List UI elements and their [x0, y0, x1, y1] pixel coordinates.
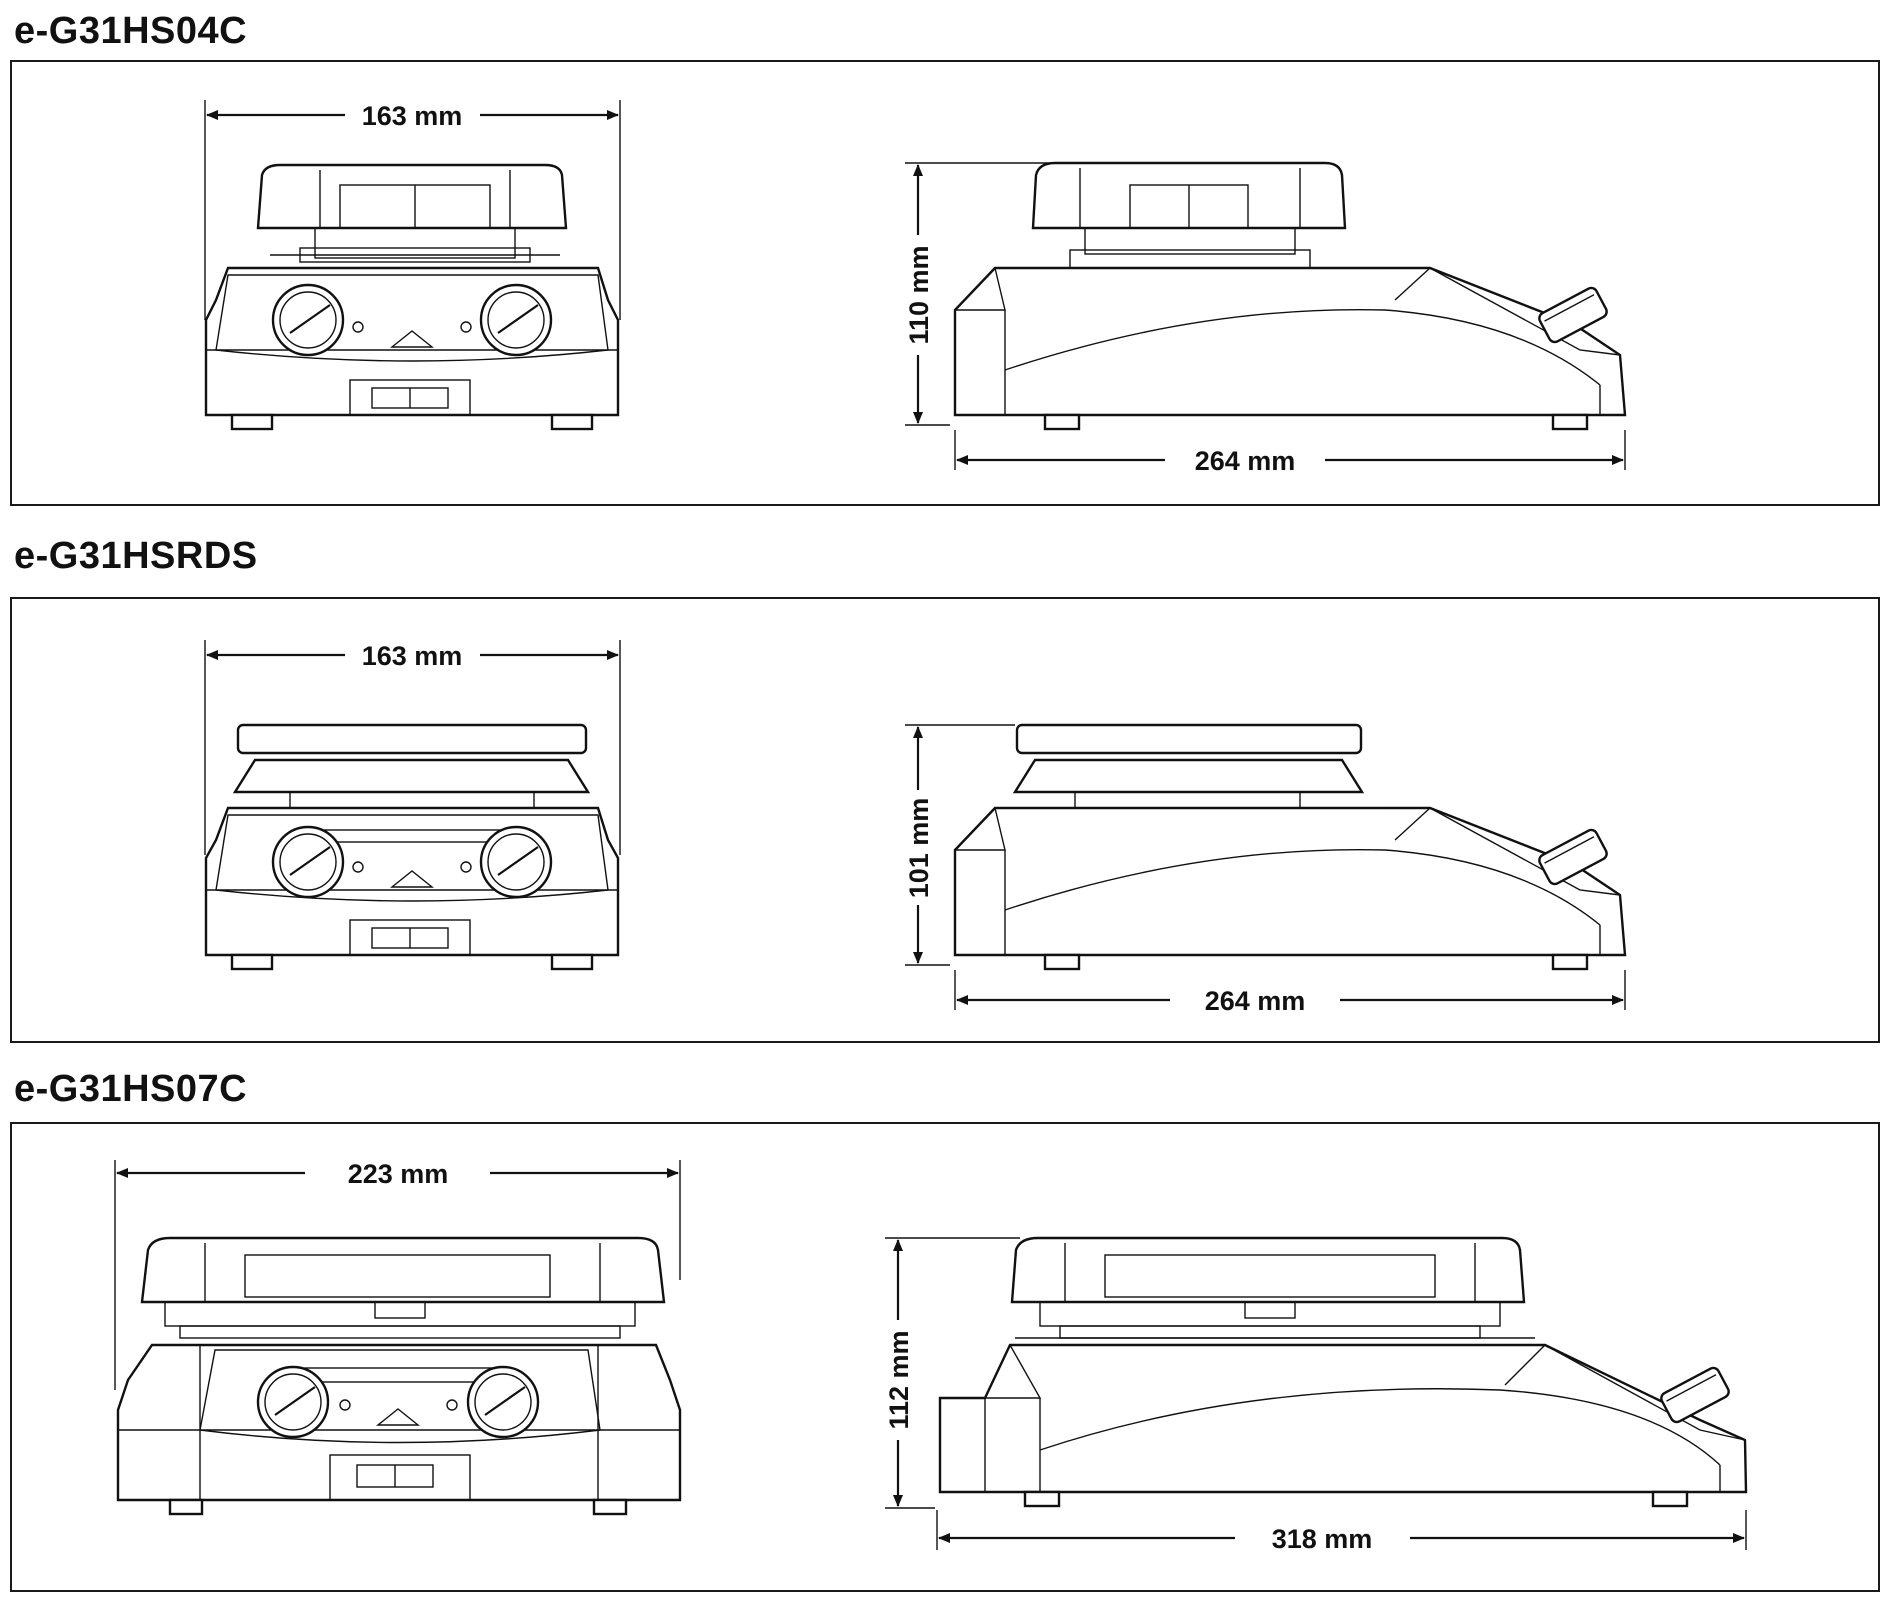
side-height-label-1: 110 mm [904, 245, 934, 344]
side-height-label-3: 112 mm [884, 1330, 914, 1429]
model-title-3: e-G31HS07C [14, 1068, 248, 1110]
side-depth-label-1: 264 mm [1195, 446, 1296, 476]
side-depth-label-3: 318 mm [1272, 1524, 1373, 1554]
side-view-device-1 [953, 161, 1627, 431]
front-view-device-2 [204, 723, 620, 971]
side-depth-label-2: 264 mm [1205, 986, 1306, 1016]
front-width-label-1: 163 mm [362, 101, 463, 131]
side-view-device-2 [953, 723, 1627, 971]
front-width-dimension-2: 163 mm [204, 640, 621, 855]
front-width-label-2: 163 mm [362, 641, 463, 671]
side-view-device-3 [938, 1236, 1748, 1508]
side-depth-dimension-1: 264 mm [954, 430, 1626, 476]
side-height-dimension-1: 110 mm [904, 162, 1050, 426]
side-depth-dimension-3: 318 mm [936, 1510, 1747, 1554]
model-title-2: e-G31HSRDS [14, 535, 258, 577]
front-view-device-3 [116, 1236, 682, 1516]
front-width-dimension-1: 163 mm [204, 100, 621, 320]
side-height-dimension-3: 112 mm [884, 1237, 1020, 1509]
front-width-dimension-3: 223 mm [114, 1159, 681, 1390]
front-width-label-3: 223 mm [348, 1159, 449, 1189]
side-height-label-2: 101 mm [904, 798, 934, 899]
side-height-dimension-2: 101 mm [904, 724, 1015, 966]
front-view-device-1 [204, 163, 620, 431]
side-depth-dimension-2: 264 mm [954, 970, 1626, 1016]
model-title-1: e-G31HS04C [14, 10, 248, 52]
